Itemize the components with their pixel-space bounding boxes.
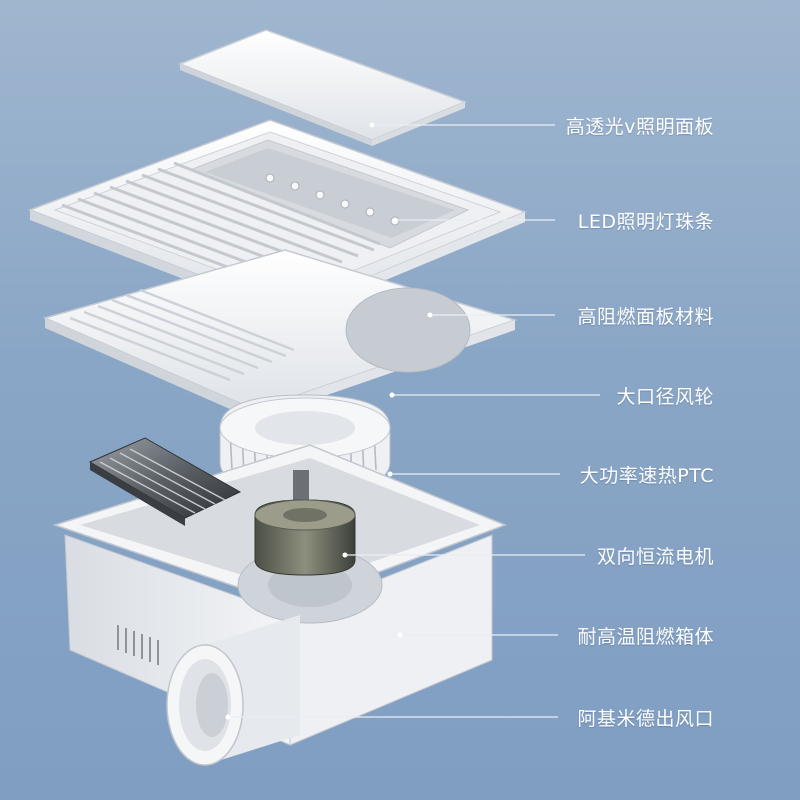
callout-motor: 双向恒流电机	[596, 546, 714, 568]
callout-housing: 耐高温阻燃箱体	[577, 626, 714, 648]
face-panel	[27, 119, 528, 320]
callout-led-strip: LED照明灯珠条	[577, 211, 714, 233]
callout-panel-material: 高阻燃面板材料	[577, 306, 714, 328]
leader-dots	[225, 122, 433, 720]
callout-fan-wheel: 大口径风轮	[616, 386, 714, 408]
callout-light-panel: 高透光v照明面板	[565, 116, 714, 138]
callout-outlet: 阿基米德出风口	[577, 708, 714, 730]
light-panel	[177, 29, 468, 146]
ptc-heater	[88, 437, 242, 526]
callout-ptc-heater: 大功率速热PTC	[579, 465, 714, 487]
motor	[254, 470, 356, 576]
leader-lines	[228, 124, 600, 718]
outlet-duct	[166, 615, 300, 766]
